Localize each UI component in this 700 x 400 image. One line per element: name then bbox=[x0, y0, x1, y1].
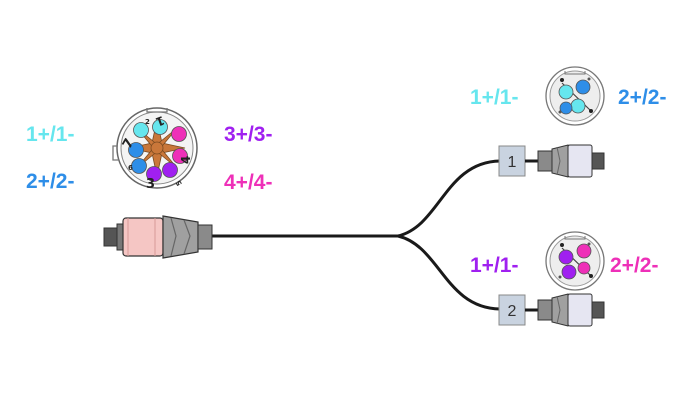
main-pin-2a bbox=[128, 142, 144, 158]
label-pair-1: 1+/1- bbox=[26, 123, 74, 146]
branch-2-pin bbox=[577, 261, 591, 275]
branch-tag-label: 2 bbox=[508, 303, 517, 320]
branch-1: 1 bbox=[498, 66, 605, 178]
main-pin-3b bbox=[146, 166, 162, 182]
label-pair-4: 4+/4- bbox=[224, 171, 272, 194]
main-pin-1b bbox=[152, 119, 168, 135]
main-pin-4b bbox=[172, 148, 188, 164]
branch-tag-2 bbox=[498, 294, 526, 326]
cable-lines bbox=[212, 159, 501, 311]
main-plug-boot bbox=[122, 217, 164, 257]
branch-2-label-right: 2+/2- bbox=[610, 254, 658, 277]
label-pair-3: 3+/3- bbox=[224, 123, 272, 146]
label-pair-2: 2+/2- bbox=[26, 170, 74, 193]
main-pin-4a bbox=[171, 126, 187, 142]
main-pin-1a bbox=[133, 122, 149, 138]
main-connector-face: 1 2 3 4 5 6 7 bbox=[112, 107, 198, 192]
branch-cable-1 bbox=[397, 159, 501, 238]
branch-2-pin bbox=[576, 243, 592, 259]
main-plug-tip bbox=[103, 227, 119, 247]
branch-connector-face-1 bbox=[545, 66, 605, 126]
main-pin-3a bbox=[162, 162, 178, 178]
pin-number: 5 bbox=[174, 179, 183, 187]
branch-1-label-right: 2+/2- bbox=[618, 86, 666, 109]
branch-2-pin bbox=[558, 249, 574, 265]
branch-cable-2 bbox=[397, 234, 501, 311]
branch-2: 2 bbox=[498, 231, 605, 327]
branch-1-pin bbox=[570, 98, 586, 114]
main-plug-body bbox=[162, 215, 199, 259]
main-plug bbox=[103, 215, 213, 259]
branch-1-pin bbox=[558, 84, 574, 100]
branch-connector-face-2 bbox=[545, 231, 605, 291]
pin-number: 4 bbox=[179, 156, 193, 164]
branch-1-label-left: 1+/1- bbox=[470, 86, 518, 109]
branch-2-pin bbox=[561, 264, 577, 280]
branch-1-pin bbox=[559, 101, 573, 115]
pin-number: 3 bbox=[146, 177, 155, 192]
branch-1-pin bbox=[575, 79, 591, 95]
main-pin-2b bbox=[131, 158, 147, 174]
pin-number: 2 bbox=[145, 118, 150, 126]
pin-number: 6 bbox=[128, 164, 133, 172]
branch-tag-label: 1 bbox=[508, 154, 517, 171]
branch-2-label-left: 1+/1- bbox=[470, 254, 518, 277]
